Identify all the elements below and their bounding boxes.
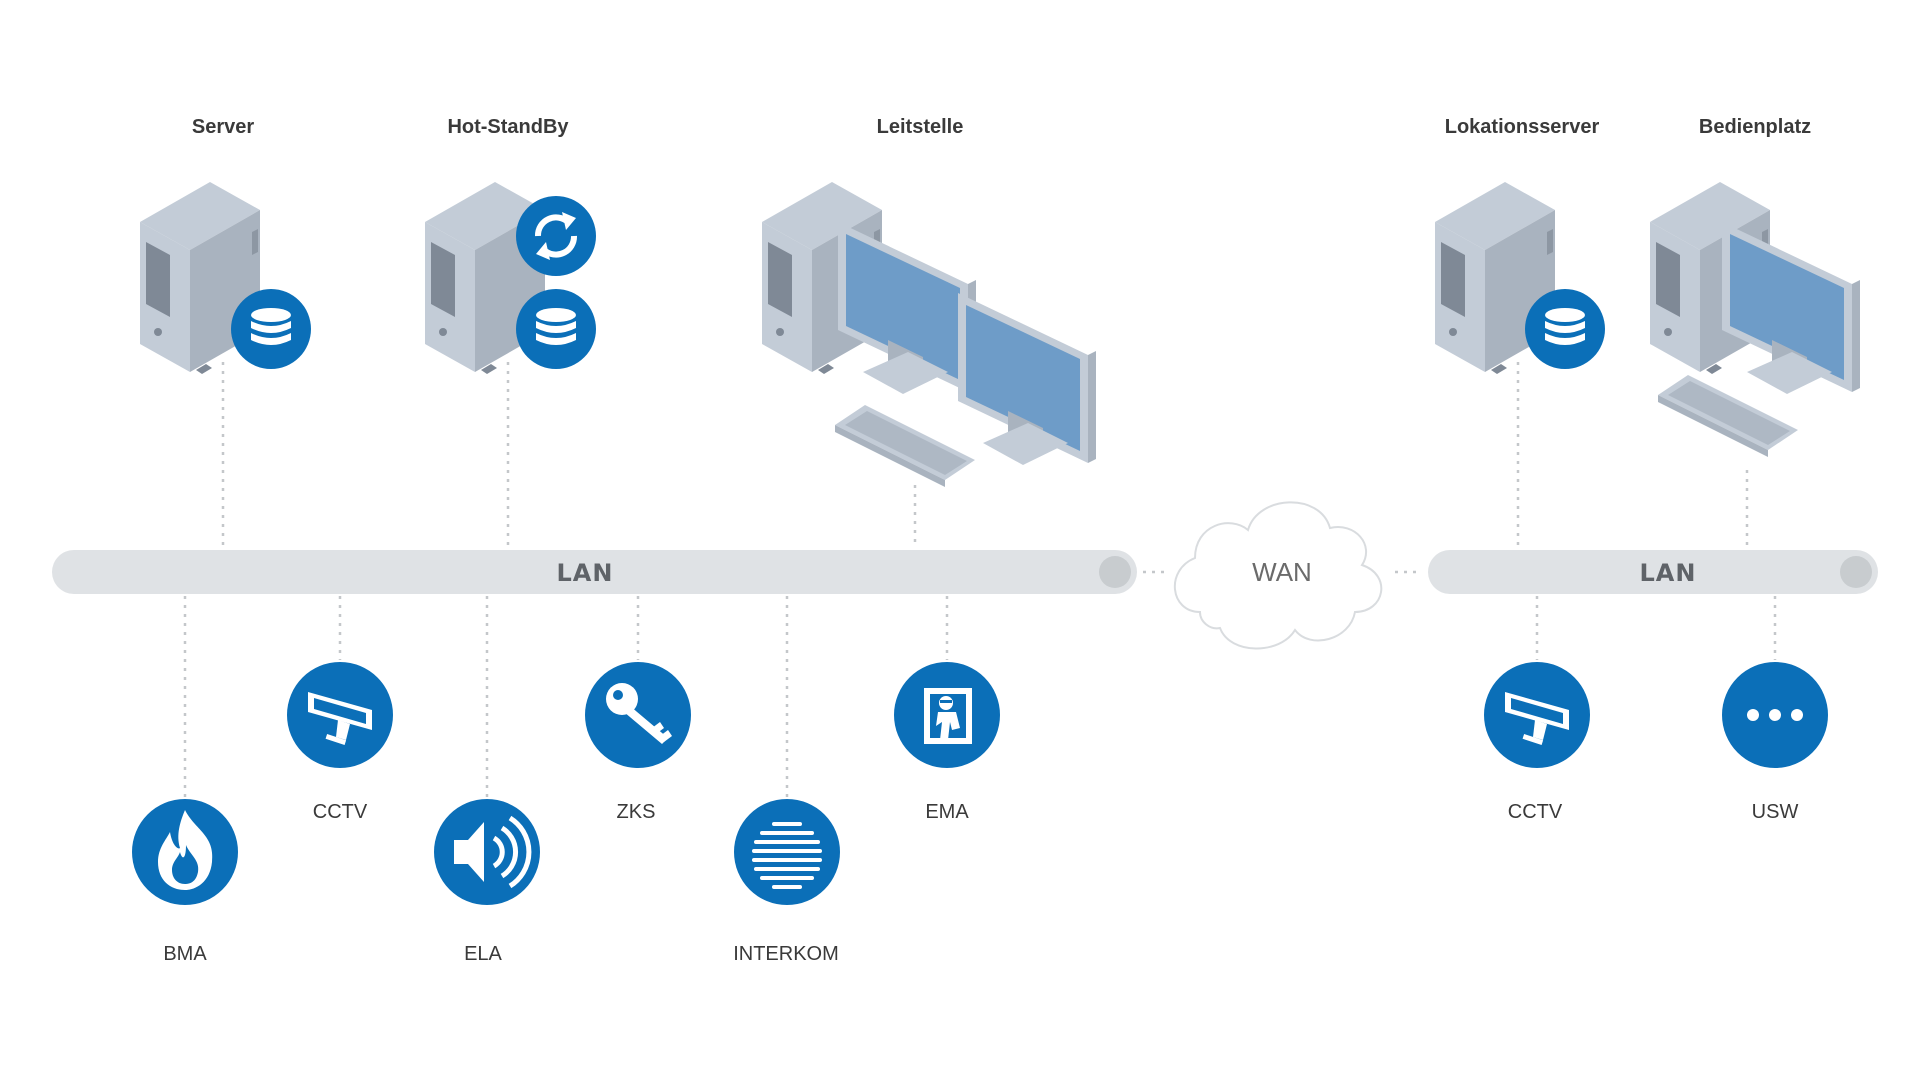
interkom-label: INTERKOM	[733, 943, 839, 965]
camera-icon	[308, 692, 372, 745]
lokationsserver-label: Lokationsserver	[1445, 116, 1600, 138]
fire-icon	[158, 810, 213, 890]
lokationsserver-database-badge	[1525, 289, 1605, 369]
hot-standby-database-badge	[516, 289, 596, 369]
leitstelle-label: Leitstelle	[877, 116, 964, 138]
leitstelle-workstation	[762, 182, 1096, 487]
cctv-remote-badge	[1484, 662, 1590, 768]
lan-bus-remote: LAN	[1428, 550, 1878, 594]
usw-label: USW	[1752, 801, 1799, 823]
bma-badge	[132, 799, 238, 905]
interkom-badge	[734, 799, 840, 905]
cctv-label: CCTV	[313, 801, 368, 823]
ema-badge	[894, 662, 1000, 768]
database-icon	[251, 308, 291, 345]
intercom-icon	[752, 822, 822, 889]
wan-cloud: WAN	[1173, 501, 1383, 650]
bedienplatz-workstation	[1650, 182, 1860, 457]
usw-badge	[1722, 662, 1828, 768]
zks-badge	[585, 662, 691, 768]
key-icon	[606, 683, 672, 744]
speaker-icon	[454, 815, 532, 889]
lan-remote-label: LAN	[1640, 559, 1697, 587]
hot-standby-sync-badge	[516, 196, 596, 276]
intruder-icon	[924, 688, 972, 744]
wan-label: WAN	[1252, 557, 1312, 587]
ela-label: ELA	[464, 943, 502, 965]
more-icon	[1747, 709, 1803, 721]
bedienplatz-label: Bedienplatz	[1699, 116, 1811, 138]
ema-label: EMA	[925, 801, 969, 823]
hot-standby-label: Hot-StandBy	[447, 116, 569, 138]
server-database-badge	[231, 289, 311, 369]
database-icon	[536, 308, 576, 345]
server-label: Server	[192, 116, 254, 138]
camera-icon	[1505, 692, 1569, 745]
database-icon	[1545, 308, 1585, 345]
lan-main-label: LAN	[557, 559, 614, 587]
lan-bus-main: LAN	[52, 550, 1137, 594]
cctv-badge	[287, 662, 393, 768]
ela-badge	[434, 799, 540, 905]
bma-label: BMA	[163, 943, 207, 965]
zks-label: ZKS	[617, 801, 656, 823]
cctv-remote-label: CCTV	[1508, 801, 1563, 823]
